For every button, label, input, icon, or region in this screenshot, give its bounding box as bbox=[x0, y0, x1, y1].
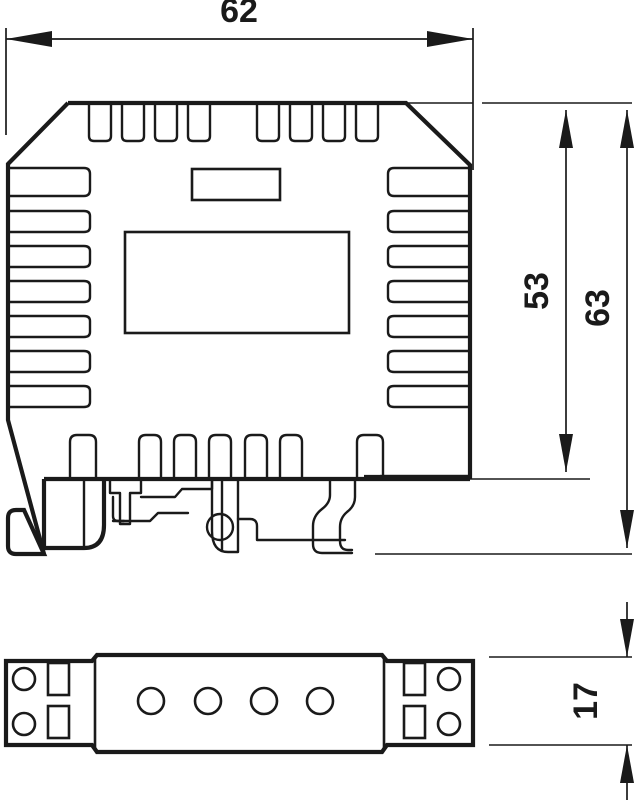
left-end-features bbox=[11, 661, 71, 740]
dimension-17: 17 bbox=[567, 602, 634, 800]
main-window bbox=[123, 230, 351, 335]
label-window bbox=[190, 167, 282, 202]
right-vent-slots bbox=[386, 166, 472, 409]
center-hole-row bbox=[136, 686, 335, 716]
arrow-right-62 bbox=[427, 31, 473, 47]
left-round-hole-bottom bbox=[11, 711, 37, 737]
dimension-62: 62 bbox=[5, 0, 474, 170]
arrow-top-53 bbox=[559, 110, 573, 148]
arrow-top-17 bbox=[620, 619, 634, 657]
dimension-value-53: 53 bbox=[518, 272, 556, 310]
center-hole-3 bbox=[249, 686, 279, 716]
left-square-hole-top bbox=[46, 661, 71, 697]
front-view bbox=[5, 100, 632, 557]
right-end-features bbox=[402, 661, 462, 740]
left-square-hole-bottom bbox=[46, 704, 71, 740]
right-square-hole-top bbox=[402, 661, 427, 697]
latch-mechanism bbox=[108, 479, 214, 526]
dimension-63: 63 bbox=[579, 110, 634, 548]
dimension-value-17: 17 bbox=[567, 682, 605, 720]
arrow-bottom-63 bbox=[620, 510, 634, 548]
dimension-value-63: 63 bbox=[579, 289, 617, 327]
snap-hook bbox=[311, 479, 357, 555]
dimension-value-62: 62 bbox=[220, 0, 258, 30]
center-hole-1 bbox=[136, 686, 166, 716]
dimension-53: 53 bbox=[518, 110, 573, 472]
top-vent-slot-group-left bbox=[87, 102, 212, 143]
din-rail-foot bbox=[41, 479, 107, 551]
arrow-bottom-17 bbox=[620, 745, 634, 783]
center-hole-2 bbox=[193, 686, 223, 716]
pivot-pin-detail bbox=[205, 479, 347, 554]
bottom-view-outline bbox=[3, 652, 476, 755]
arrow-left-62 bbox=[6, 31, 52, 47]
arrow-top-63 bbox=[620, 110, 634, 148]
right-round-hole-bottom bbox=[436, 711, 462, 737]
left-round-hole-top bbox=[11, 666, 37, 692]
top-vent-slot-group-right bbox=[255, 102, 380, 143]
center-hole-4 bbox=[305, 686, 335, 716]
release-lever bbox=[5, 507, 48, 557]
right-round-hole-top bbox=[436, 666, 462, 692]
bottom-teeth bbox=[68, 433, 385, 481]
bottom-view bbox=[3, 652, 632, 755]
arrow-bottom-53 bbox=[559, 434, 573, 472]
left-vent-slots bbox=[6, 166, 92, 409]
right-square-hole-bottom bbox=[402, 704, 427, 740]
